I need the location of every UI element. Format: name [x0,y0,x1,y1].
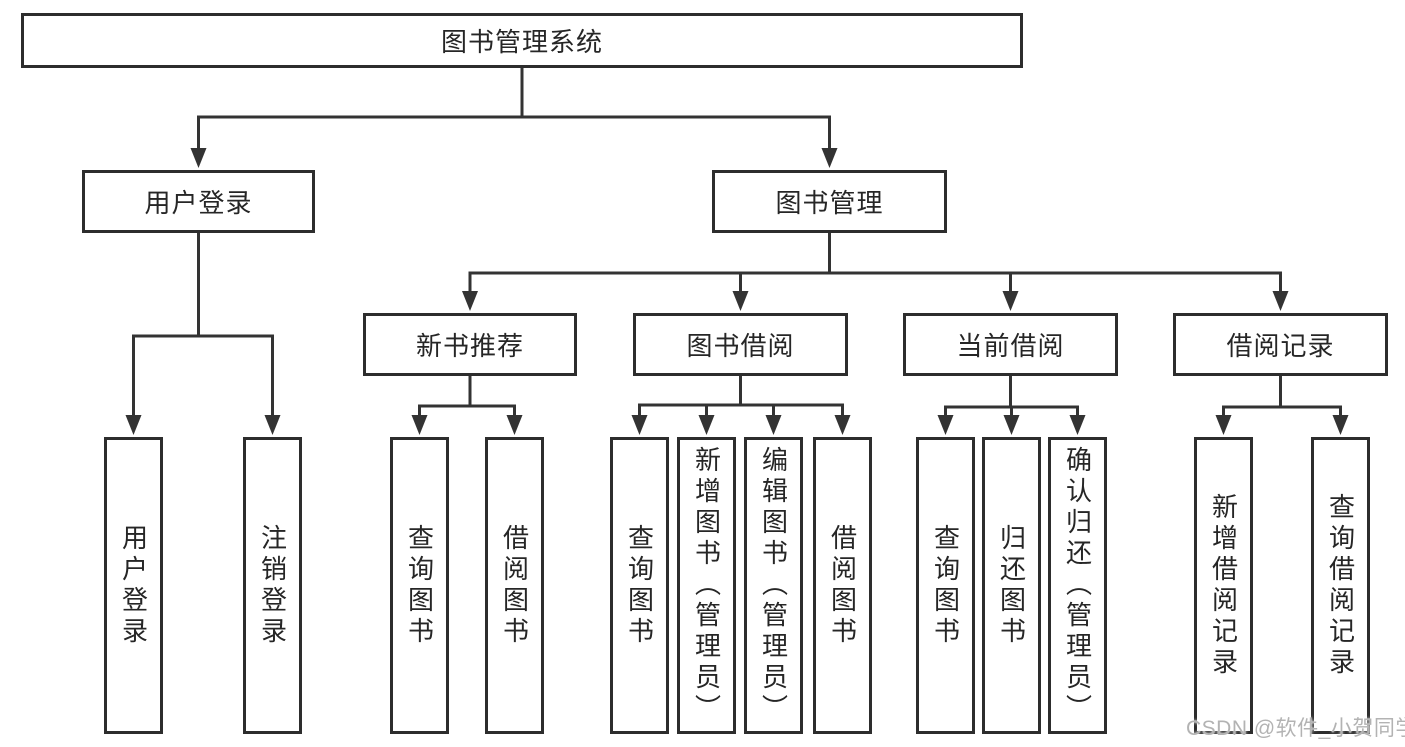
node-label: 新增借阅记录 [1208,492,1239,679]
node-label: 查询借阅记录 [1325,492,1356,679]
node-label: 借阅记录 [1226,331,1335,361]
node-label: 借阅图书 [499,523,530,648]
node-label: 图书借阅 [686,331,795,361]
node-label: 确认归还（管理员） [1062,446,1093,725]
leaf-query-books-current: 查询图书 [916,437,975,734]
node-book-management: 图书管理 [712,170,947,233]
node-label: 借阅图书 [827,523,858,648]
node-new-book-recommendation: 新书推荐 [363,313,577,376]
leaf-borrow-books-borrowing: 借阅图书 [813,437,872,734]
leaf-borrow-books-recommend: 借阅图书 [485,437,544,734]
node-label: 用户登录 [118,523,149,648]
leaf-confirm-return-admin: 确认归还（管理员） [1048,437,1107,734]
leaf-logout: 注销登录 [243,437,302,734]
leaf-return-books: 归还图书 [982,437,1041,734]
node-label: 查询图书 [930,523,961,648]
leaf-query-books-recommend: 查询图书 [390,437,449,734]
node-label: 用户登录 [144,188,253,218]
node-label: 注销登录 [257,523,288,648]
leaf-user-login: 用户登录 [104,437,163,734]
node-label: 编辑图书（管理员） [758,446,789,725]
node-label: 查询图书 [404,523,435,648]
node-label: 归还图书 [996,523,1027,648]
leaf-query-borrow-record: 查询借阅记录 [1311,437,1370,734]
leaf-add-book-admin: 新增图书（管理员） [677,437,736,734]
csdn-watermark: CSDN @软件_小贺同学 [1186,717,1405,740]
node-label: 图书管理 [775,188,884,218]
node-user-login: 用户登录 [82,170,315,233]
node-label: 图书管理系统 [440,27,603,57]
node-label: 新书推荐 [415,331,524,361]
leaf-edit-book-admin: 编辑图书（管理员） [744,437,803,734]
node-label: 查询图书 [624,523,655,648]
node-library-management-system: 图书管理系统 [21,13,1023,68]
leaf-query-books-borrowing: 查询图书 [610,437,669,734]
arrowheads [125,148,1349,435]
node-label: 当前借阅 [956,331,1065,361]
leaf-add-borrow-record: 新增借阅记录 [1194,437,1253,734]
node-book-borrowing: 图书借阅 [633,313,848,376]
node-current-borrowing: 当前借阅 [903,313,1118,376]
node-borrowing-records: 借阅记录 [1173,313,1388,376]
node-label: 新增图书（管理员） [691,446,722,725]
